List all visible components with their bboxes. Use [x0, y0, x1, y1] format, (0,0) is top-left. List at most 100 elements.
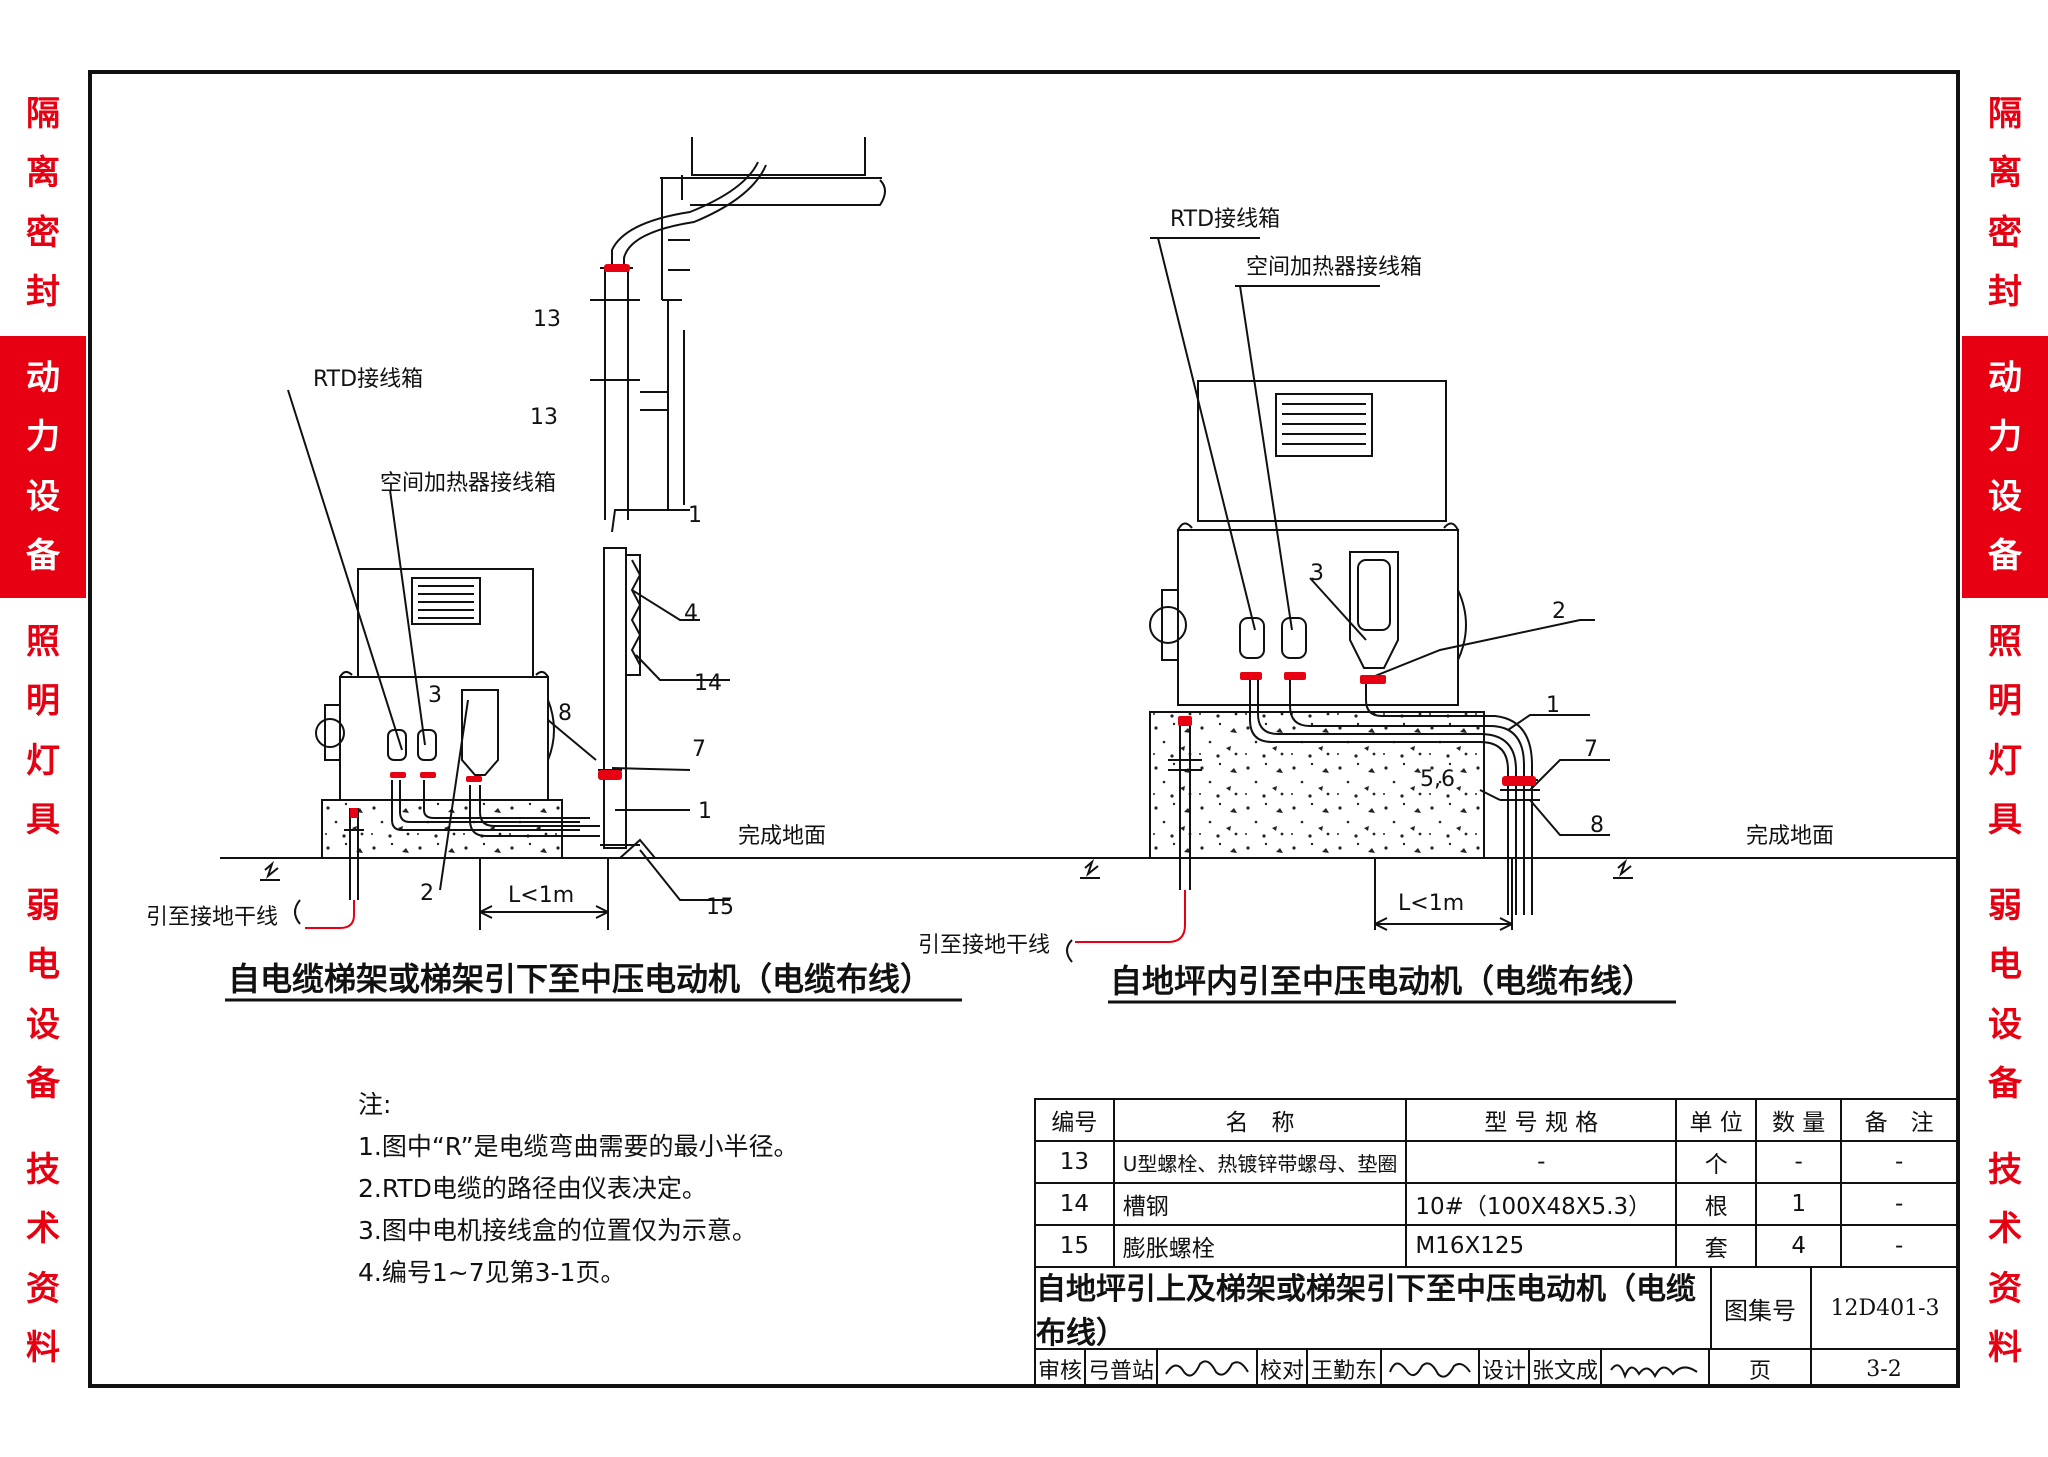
- callout-13b: 13: [530, 405, 558, 430]
- note-item: 3.图中电机接线盒的位置仅为示意。: [358, 1216, 757, 1245]
- atlas-number: 12D401-3: [1830, 1295, 1940, 1321]
- left-floor-label: 完成地面: [738, 824, 826, 849]
- notes: 注: 1.图中“R”是电缆弯曲需要的最小半径。 2.RTD电缆的路径由仪表决定。…: [358, 1084, 799, 1294]
- header-cell: 数 量: [1755, 1098, 1843, 1142]
- design-label: 设计: [1480, 1350, 1530, 1388]
- header-cell: 型 号 规 格: [1405, 1098, 1678, 1142]
- table-cell: 个: [1675, 1140, 1758, 1184]
- vertical-conduit: [600, 267, 685, 520]
- side-tab-char: 设: [26, 1004, 60, 1045]
- side-tab-char: 隔: [26, 94, 60, 135]
- left-rtd-label: RTD接线箱: [313, 367, 423, 392]
- callout-2: 2: [420, 881, 434, 906]
- table-cell: -: [1840, 1224, 1958, 1268]
- side-tab-char: 具: [1988, 799, 2022, 840]
- callout-15: 15: [706, 895, 734, 920]
- side-tab-0: 隔离密封: [1962, 70, 2048, 334]
- left-drawing: [220, 137, 1050, 930]
- right-labels: RTD接线箱 空间加热器接线箱 引至接地干线 完成地面 L<1m 3 2 1 7…: [918, 207, 1834, 958]
- page-number: 3-2: [1866, 1356, 1902, 1382]
- callout-r56: 5,6: [1420, 767, 1455, 792]
- callout-r1: 1: [1546, 693, 1560, 718]
- table-cell: 15: [1034, 1224, 1115, 1268]
- side-tab-char: 明: [26, 681, 60, 722]
- side-tab-char: 封: [1988, 271, 2022, 312]
- side-tab-char: 灯: [1988, 740, 2022, 781]
- note-item: 2.RTD电缆的路径由仪表决定。: [358, 1174, 707, 1203]
- left-ground-wire: [305, 900, 355, 929]
- table-row: 15 膨胀螺栓 M16X125 套 4 -: [1034, 1224, 1958, 1268]
- table-cell: 根: [1675, 1182, 1758, 1226]
- side-tab-char: 封: [26, 271, 60, 312]
- table-cell: -: [1405, 1140, 1678, 1184]
- side-tab-char: 术: [26, 1209, 60, 1250]
- signature-row: 审核 弓普站 校对 王勤东 设计 张文成 页 3-2: [1036, 1348, 1956, 1388]
- side-tab-char: 料: [26, 1327, 60, 1368]
- left-cable-ends: [350, 264, 630, 818]
- side-tab-char: 照: [26, 622, 60, 663]
- notes-heading: 注:: [358, 1090, 392, 1119]
- header-cell: 备 注: [1840, 1098, 1958, 1142]
- note-item: 1.图中“R”是电缆弯曲需要的最小半径。: [358, 1132, 799, 1161]
- left-length-label: L<1m: [508, 883, 574, 908]
- table-cell: 13: [1034, 1140, 1115, 1184]
- side-tab-1: 动力设备: [0, 334, 86, 598]
- side-tab-char: 技: [1988, 1150, 2022, 1191]
- side-tab-char: 备: [26, 1063, 60, 1104]
- left-ground-label: 引至接地干线: [146, 905, 278, 930]
- table-row: 13 U型螺栓、热镀锌带螺母、垫圈 - 个 - -: [1034, 1140, 1958, 1184]
- checker-signature: [1382, 1350, 1480, 1388]
- side-tab-char: 设: [1988, 1004, 2022, 1045]
- callout-14: 14: [694, 671, 722, 696]
- drawing-frame: [88, 70, 1960, 1388]
- side-tab-char: 术: [1988, 1209, 2022, 1250]
- table-header-row: 编号 名 称 型 号 规 格 单 位 数 量 备 注: [1034, 1098, 1958, 1142]
- side-tab-char: 弱: [1988, 886, 2022, 927]
- side-tab-char: 灯: [26, 740, 60, 781]
- table-cell: 10#（100X48X5.3）: [1405, 1182, 1678, 1226]
- callout-3: 3: [428, 683, 442, 708]
- table-cell: -: [1840, 1140, 1958, 1184]
- reviewer-signature: [1158, 1350, 1258, 1388]
- side-tab-char: 备: [1988, 1063, 2022, 1104]
- table-cell: -: [1755, 1140, 1843, 1184]
- left-cables: [391, 780, 600, 837]
- header-cell: 编号: [1034, 1098, 1115, 1142]
- right-floor-label: 完成地面: [1746, 824, 1834, 849]
- callout-8: 8: [558, 701, 572, 726]
- descending-cable: [611, 161, 767, 265]
- side-tab-char: 技: [26, 1150, 60, 1191]
- side-tab-char: 资: [1988, 1268, 2022, 1309]
- title-block: 自地坪引上及梯架或梯架引下至中压电动机（电缆布线） 图集号 12D401-3 审…: [1034, 1266, 1958, 1388]
- side-tab-char: 力: [26, 417, 60, 458]
- side-tab-char: 电: [26, 945, 60, 986]
- channel-steel: [598, 547, 648, 859]
- side-tab-0: 隔离密封: [0, 70, 86, 334]
- side-tab-char: 密: [26, 212, 60, 253]
- right-drawing-title: 自地坪内引至中压电动机（电缆布线）: [1110, 962, 1654, 1000]
- side-tab-3: 弱电设备: [1962, 862, 2048, 1126]
- header-cell: 单 位: [1675, 1098, 1758, 1142]
- signature-scribble: [1389, 1362, 1471, 1378]
- right-ground-label: 引至接地干线: [918, 933, 1050, 958]
- side-tab-4: 技术资料: [0, 1126, 86, 1390]
- table-cell: 1: [1755, 1182, 1843, 1226]
- table-cell: 4: [1755, 1224, 1843, 1268]
- callout-4: 4: [684, 601, 698, 626]
- page-label: 页: [1710, 1350, 1812, 1388]
- callout-r2: 2: [1552, 599, 1566, 624]
- side-tab-char: 动: [26, 358, 60, 399]
- right-heater-label: 空间加热器接线箱: [1246, 255, 1422, 280]
- side-tab-char: 力: [1988, 417, 2022, 458]
- designer-name: 张文成: [1530, 1350, 1602, 1388]
- side-tab-char: 电: [1988, 945, 2022, 986]
- side-tab-char: 弱: [26, 886, 60, 927]
- left-labels: RTD接线箱 空间加热器接线箱 引至接地干线 完成地面 L<1m 13 13 1…: [146, 307, 826, 930]
- side-tab-char: 料: [1988, 1327, 2022, 1368]
- side-tab-char: 密: [1988, 212, 2022, 253]
- side-tab-4: 技术资料: [1962, 1126, 2048, 1390]
- table-cell: 套: [1675, 1224, 1758, 1268]
- table-row: 14 槽钢 10#（100X48X5.3） 根 1 -: [1034, 1182, 1958, 1226]
- side-tab-char: 离: [1988, 153, 2022, 194]
